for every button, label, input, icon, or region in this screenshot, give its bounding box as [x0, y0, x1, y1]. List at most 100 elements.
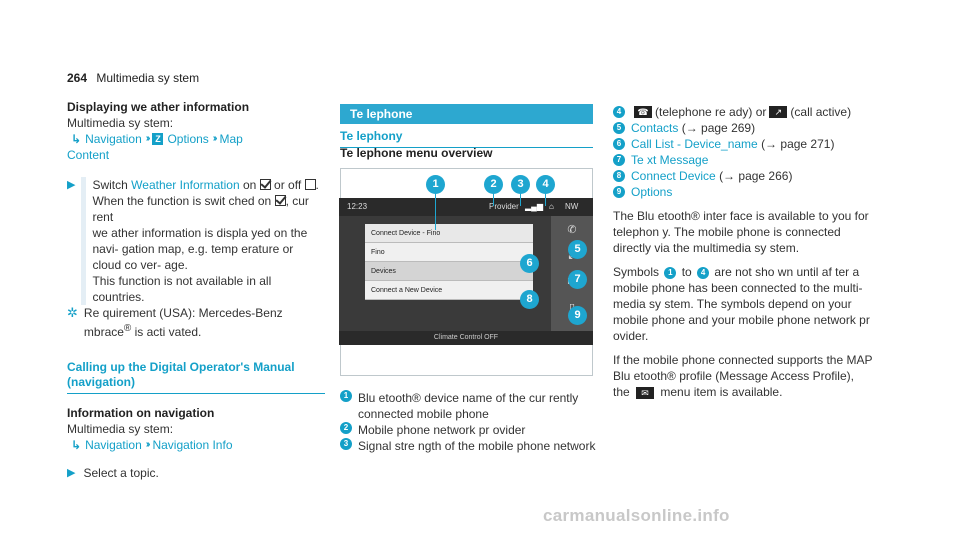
- telephony-subtitle: Te lephony: [340, 124, 593, 148]
- req-mbrace: mbrace: [83, 325, 124, 339]
- callout-4: 4: [536, 175, 555, 194]
- step-line2b: , cur rent: [92, 194, 309, 224]
- item-ref: (→ page 269): [681, 121, 756, 135]
- contacts-link[interactable]: Contacts: [631, 121, 679, 135]
- step-mid: on: [243, 178, 257, 192]
- screen-row-connect-new[interactable]: Connect a New Device: [365, 281, 533, 300]
- map-text: If the mobile phone connected supports t…: [613, 353, 873, 399]
- right-item-7: 7 Te xt Message: [613, 152, 873, 168]
- legend-item: 1 Blu etooth® device name of the cur ren…: [340, 390, 600, 422]
- step-or: or off: [274, 178, 302, 192]
- req-activated: is acti vated.: [131, 325, 202, 339]
- legend-text: Mobile phone network pr ovider: [358, 423, 526, 437]
- right-column: 4 ☎ (telephone re ady) or ↗ (call active…: [613, 104, 873, 400]
- legend-number: 3: [340, 438, 352, 450]
- callout-5: 5: [568, 240, 587, 259]
- right-item-9: 9 Options: [613, 184, 873, 200]
- screen-status-bar: 12:23 Provider ▂▄▆ ⌂ NW: [339, 198, 593, 216]
- watermark: carmanualsonline.info: [543, 506, 730, 525]
- req-line1: Re quirement (USA): Mercedes-Benz: [83, 306, 283, 320]
- phone-icon[interactable]: ✆: [567, 224, 577, 236]
- map-text-end: menu item is available.: [660, 385, 783, 399]
- weather-system-label: Multimedia sy stem:: [67, 116, 174, 130]
- path-navigation[interactable]: Navigation: [85, 132, 142, 146]
- page-number: 264: [67, 71, 88, 85]
- phone-status-icon: ⌂: [549, 202, 554, 211]
- legend-text: Blu etooth® device name of the cur rentl…: [358, 391, 579, 421]
- symbol-1-icon: 1: [664, 267, 677, 279]
- info-title: Information on navigation: [67, 406, 215, 420]
- item-number: 5: [613, 122, 625, 134]
- item-number: 8: [613, 170, 625, 182]
- map-paragraph: If the mobile phone connected supports t…: [613, 352, 873, 400]
- callout-leader: [493, 194, 494, 206]
- info-path-navigation-info[interactable]: Navigation Info: [152, 438, 233, 452]
- weather-title: Displaying we ather information: [67, 100, 250, 114]
- checkbox-unchecked-icon: [304, 179, 316, 190]
- symbols-text-b: to: [681, 265, 692, 279]
- right-item-4: 4 ☎ (telephone re ady) or ↗ (call active…: [613, 104, 873, 120]
- info-path: ↳ Navigation ›› Navigation Info: [67, 437, 325, 453]
- right-item-6: 6 Call List - Device_name (→ page 271): [613, 136, 873, 152]
- callout-leader: [520, 194, 521, 206]
- path-separator-icon: ››: [145, 439, 150, 450]
- legend-number: 2: [340, 422, 352, 434]
- weather-path: ↳ Navigation ›› Z Options ›› Map: [67, 131, 325, 147]
- item-number: 6: [613, 138, 625, 150]
- screen-row-fino[interactable]: Fino: [365, 243, 533, 262]
- path-map[interactable]: Map: [219, 132, 243, 146]
- path-separator-icon: ››: [145, 133, 150, 144]
- screen-row-connect-device[interactable]: Connect Device - Fino: [365, 224, 533, 243]
- weather-information-link[interactable]: Weather Information: [131, 178, 240, 192]
- text-message-link[interactable]: Te xt Message: [631, 153, 709, 167]
- header-section: Multimedia sy stem: [96, 71, 200, 85]
- legend-list: 1 Blu etooth® device name of the cur ren…: [340, 390, 600, 454]
- callout-leader: [435, 194, 436, 230]
- telephone-band: Te lephone: [340, 104, 593, 124]
- call-list-link[interactable]: Call List - Device_name: [631, 137, 758, 151]
- options-link[interactable]: Options: [631, 185, 673, 199]
- left-column: Displaying we ather information Multimed…: [67, 100, 325, 481]
- step-line2a: When the function is swit ched on: [92, 194, 272, 208]
- legend-number: 1: [340, 390, 352, 402]
- info-step-text: Select a topic.: [83, 466, 159, 480]
- callout-9: 9: [568, 306, 587, 325]
- screen-provider: Provider: [489, 202, 519, 211]
- manual-title-line2: (navigation): [67, 375, 135, 389]
- info-icon: ✲: [67, 305, 78, 320]
- callout-8: 8: [520, 290, 539, 309]
- telephone-ready-icon: ☎: [634, 106, 652, 118]
- requirement-note: ✲ Re quirement (USA): Mercedes-Benz mbra…: [67, 305, 283, 339]
- manual-section: Calling up the Digital Operator's Manual…: [67, 360, 325, 394]
- checkbox-checked-icon: [274, 195, 286, 206]
- screen-menu-list: Connect Device - Fino Fino Devices Conne…: [365, 224, 533, 300]
- path-arrow-icon: ↳: [71, 132, 82, 146]
- symbols-text-c: are not sho wn until af ter a mobile pho…: [613, 265, 870, 343]
- manual-title-line1: Calling up the Digital Operator's Manual: [67, 360, 295, 374]
- info-system-label: Multimedia sy stem:: [67, 422, 174, 436]
- screen-row-devices[interactable]: Devices: [365, 262, 533, 281]
- bluetooth-paragraph: The Blu etooth® inter face is available …: [613, 209, 869, 255]
- menu-overview-title: Te lephone menu overview: [340, 146, 493, 160]
- path-separator-icon: ››: [212, 133, 217, 144]
- item4-text2: (call active): [790, 105, 852, 119]
- path-options[interactable]: Options: [167, 132, 209, 146]
- item-number: 4: [613, 106, 625, 118]
- connect-device-link[interactable]: Connect Device: [631, 169, 716, 183]
- signal-icon: ▂▄▆: [525, 202, 543, 211]
- path-content[interactable]: Content: [67, 148, 110, 162]
- page-header: 264 Multimedia sy stem: [67, 70, 199, 86]
- path-arrow-icon: ↳: [71, 438, 82, 452]
- step-note: This function is not available in all co…: [92, 274, 272, 304]
- screen-time: 12:23: [347, 202, 368, 211]
- step-rest: we ather information is displa yed on th…: [92, 226, 308, 272]
- callout-6: 6: [520, 254, 539, 273]
- step-prefix: Switch: [92, 178, 128, 192]
- callout-3: 3: [511, 175, 530, 194]
- screen-nw: NW: [565, 202, 579, 211]
- info-step: ▶ Select a topic.: [67, 465, 325, 481]
- right-item-5: 5 Contacts (→ page 269): [613, 120, 873, 136]
- info-path-navigation[interactable]: Navigation: [85, 438, 142, 452]
- item-ref: (→ page 266): [719, 169, 793, 183]
- manual-rule: [67, 393, 325, 394]
